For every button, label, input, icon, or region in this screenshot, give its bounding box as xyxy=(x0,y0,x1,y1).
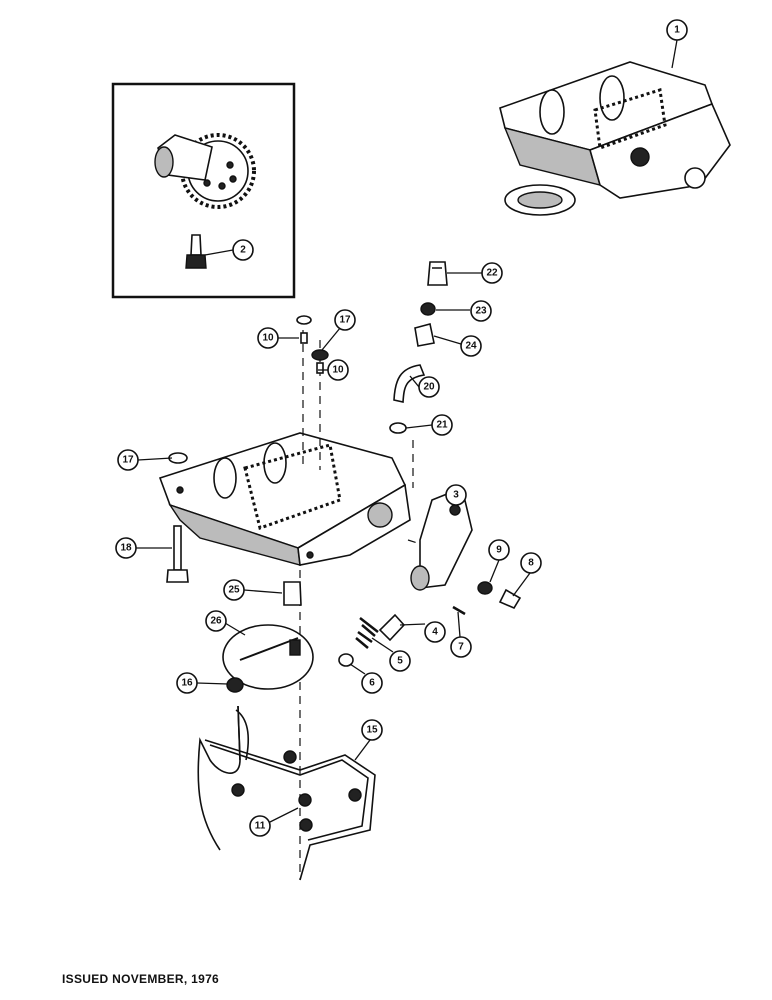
svg-text:25: 25 xyxy=(228,585,240,596)
issued-date-footer: ISSUED NOVEMBER, 1976 xyxy=(62,972,220,986)
callout-3: 3 xyxy=(445,484,467,506)
svg-text:6: 6 xyxy=(369,678,375,689)
callout-10-upper: 10 xyxy=(257,327,279,349)
svg-text:21: 21 xyxy=(436,420,448,431)
dowel-washers xyxy=(168,315,329,464)
fitting-25 xyxy=(283,581,302,606)
svg-text:10: 10 xyxy=(332,365,344,376)
svg-text:7: 7 xyxy=(458,642,464,653)
svg-text:2: 2 xyxy=(240,245,246,256)
svg-text:3: 3 xyxy=(453,490,459,501)
callout-1: 1 xyxy=(666,19,688,41)
callout-9: 9 xyxy=(488,539,510,561)
callout-6: 6 xyxy=(361,672,383,694)
callout-21: 21 xyxy=(431,414,453,436)
callout-15: 15 xyxy=(361,719,383,741)
svg-text:20: 20 xyxy=(423,382,435,393)
pump-body xyxy=(158,432,411,566)
valve-spring xyxy=(355,617,379,649)
callout-23: 23 xyxy=(470,300,492,322)
svg-text:15: 15 xyxy=(366,725,378,736)
svg-text:17: 17 xyxy=(122,455,134,466)
callout-2: 2 xyxy=(232,239,254,261)
callout-8: 8 xyxy=(520,552,542,574)
svg-text:8: 8 xyxy=(528,558,534,569)
gear-bolt xyxy=(185,234,207,269)
svg-text:26: 26 xyxy=(210,616,222,627)
inset-gear-detail xyxy=(111,82,296,299)
long-bolt xyxy=(166,525,189,583)
svg-text:4: 4 xyxy=(432,627,438,638)
callout-18: 18 xyxy=(115,537,137,559)
bolt-8 xyxy=(498,588,522,610)
valve-washer xyxy=(338,653,354,667)
idler-gear xyxy=(154,133,256,209)
svg-text:5: 5 xyxy=(397,656,403,667)
callout-4: 4 xyxy=(424,621,446,643)
svg-text:24: 24 xyxy=(465,341,477,352)
svg-text:10: 10 xyxy=(262,333,274,344)
callout-26: 26 xyxy=(205,610,227,632)
callout-20: 20 xyxy=(418,376,440,398)
callout-10-lower: 10 xyxy=(327,359,349,381)
svg-text:16: 16 xyxy=(181,678,193,689)
svg-text:23: 23 xyxy=(475,306,487,317)
svg-text:17: 17 xyxy=(339,315,351,326)
cotter-pin xyxy=(452,605,466,616)
callout-11: 11 xyxy=(249,815,271,837)
callout-16: 16 xyxy=(176,672,198,694)
leader-lines xyxy=(136,39,678,824)
valve-plunger xyxy=(378,613,406,642)
callout-17-left: 17 xyxy=(117,449,139,471)
callout-17-upper: 17 xyxy=(334,309,356,331)
callout-7: 7 xyxy=(450,636,472,658)
oil-lines xyxy=(197,677,376,881)
callout-22: 22 xyxy=(481,262,503,284)
cover-plate xyxy=(222,624,314,690)
tube-fittings xyxy=(389,261,448,434)
assembled-oil-pump xyxy=(499,61,731,216)
svg-text:22: 22 xyxy=(486,268,498,279)
callout-25: 25 xyxy=(223,579,245,601)
callout-5: 5 xyxy=(389,650,411,672)
svg-text:18: 18 xyxy=(120,543,132,554)
svg-text:11: 11 xyxy=(255,821,266,832)
svg-text:1: 1 xyxy=(674,25,680,36)
callout-24: 24 xyxy=(460,335,482,357)
svg-text:9: 9 xyxy=(496,545,502,556)
washer-9 xyxy=(477,581,493,595)
